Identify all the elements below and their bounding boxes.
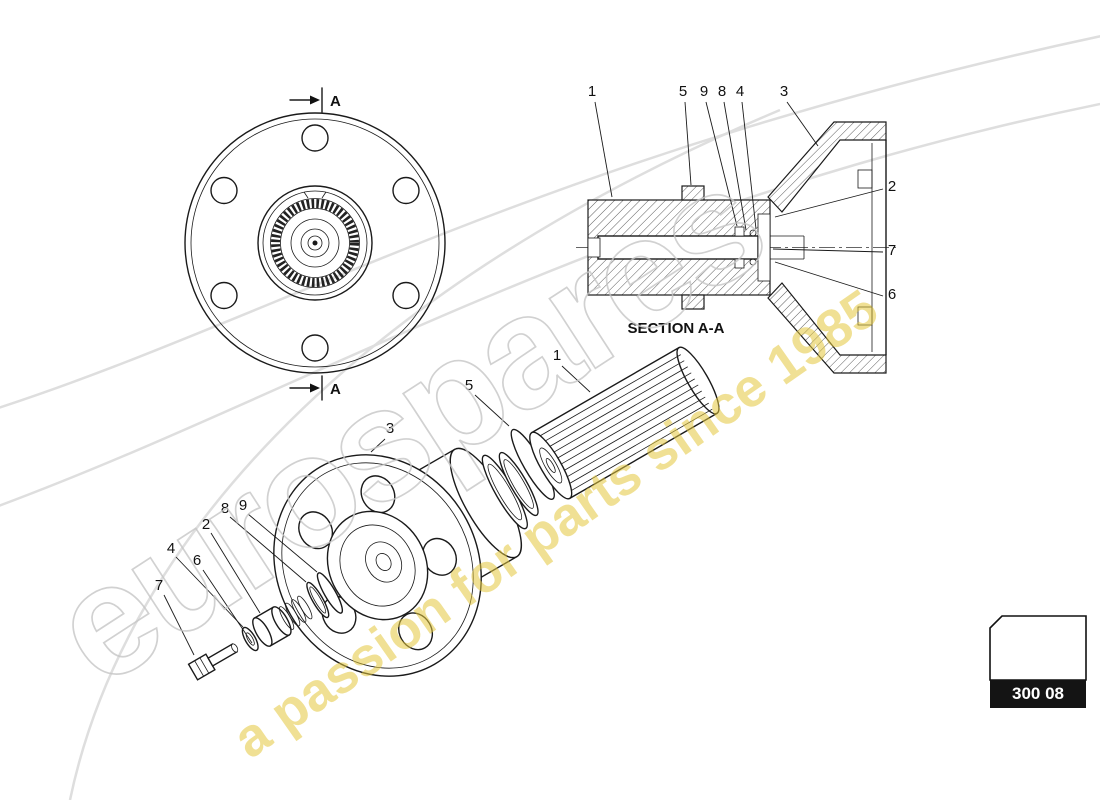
callout-exploded-6[interactable]: 6 [193, 552, 201, 569]
retainer-section [734, 226, 745, 237]
flange-hole [398, 612, 434, 651]
spring-coil [297, 595, 313, 620]
bolt-boss [857, 306, 873, 326]
spring-section [749, 258, 757, 266]
bolt [187, 643, 239, 681]
spring-section [749, 229, 757, 237]
callout-section-1[interactable]: 1 [588, 83, 596, 100]
swoosh-curve [0, 102, 1100, 507]
callout-exploded-3[interactable]: 3 [386, 420, 394, 437]
bolt-hole [392, 281, 420, 310]
bore-notch [587, 237, 601, 258]
end-plate [757, 213, 771, 282]
section-letter-top: A [330, 93, 341, 110]
section-arrow-icon [310, 95, 320, 105]
key-tab-top [681, 185, 705, 201]
splined-shaft [529, 346, 720, 500]
flange-hole [298, 511, 334, 550]
washer [241, 626, 259, 652]
spring-retainer [252, 595, 313, 647]
callout-section-8[interactable]: 8 [718, 83, 726, 100]
front-view-flange [184, 112, 446, 374]
swoosh-curve [68, 108, 781, 800]
spline-teeth-ring [271, 199, 359, 287]
callout-section-4[interactable]: 4 [736, 83, 744, 100]
bolt-hole [210, 176, 238, 205]
bolt-hole [301, 334, 329, 362]
retainer-section [734, 258, 745, 269]
callout-section-7[interactable]: 7 [888, 242, 896, 259]
callout-exploded-2[interactable]: 2 [202, 516, 210, 533]
callout-section-6[interactable]: 6 [888, 286, 896, 303]
code-box-band [990, 680, 1086, 708]
flange-hole [360, 475, 396, 514]
callout-exploded-5[interactable]: 5 [465, 377, 473, 394]
callout-exploded-1[interactable]: 1 [553, 347, 561, 364]
swoosh-curve [0, 35, 1100, 409]
bolt-hole [392, 176, 420, 205]
key-tab-bottom [681, 294, 705, 310]
bolt-boss [857, 169, 873, 189]
callout-section-2[interactable]: 2 [888, 178, 896, 195]
shaft-washers [481, 451, 539, 530]
part-group-code[interactable]: 300 08 [1012, 684, 1064, 703]
callout-exploded-9[interactable]: 9 [239, 497, 247, 514]
bolt-hole [210, 281, 238, 310]
retaining-rings [306, 572, 344, 619]
circlip-ear [303, 191, 309, 199]
part-group-code-box[interactable]: 300 08 [989, 615, 1087, 708]
callout-exploded-7[interactable]: 7 [155, 577, 163, 594]
section-caption: SECTION A-A [628, 320, 725, 337]
section-arrow-icon [310, 383, 320, 393]
exploded-callouts: 1 5 3 9 8 2 6 4 7 [155, 347, 591, 656]
circlip-ear [321, 191, 327, 199]
section-letter-bottom: A [330, 381, 341, 398]
callout-section-5[interactable]: 5 [679, 83, 687, 100]
section-view: 1 5 9 8 4 3 2 7 6 SECTION A-A [576, 83, 898, 374]
exploded-assembly [187, 346, 720, 681]
callout-section-9[interactable]: 9 [700, 83, 708, 100]
background-swoosh-curves [0, 35, 1100, 800]
callout-section-3[interactable]: 3 [780, 83, 788, 100]
bell-wall-top [767, 121, 887, 213]
code-box-tab [989, 615, 1087, 681]
callout-exploded-8[interactable]: 8 [221, 500, 229, 517]
callout-exploded-4[interactable]: 4 [167, 540, 175, 557]
bolt-hole [301, 124, 329, 152]
cv-flange [273, 454, 482, 677]
section-cut-marks: A A [289, 87, 341, 401]
